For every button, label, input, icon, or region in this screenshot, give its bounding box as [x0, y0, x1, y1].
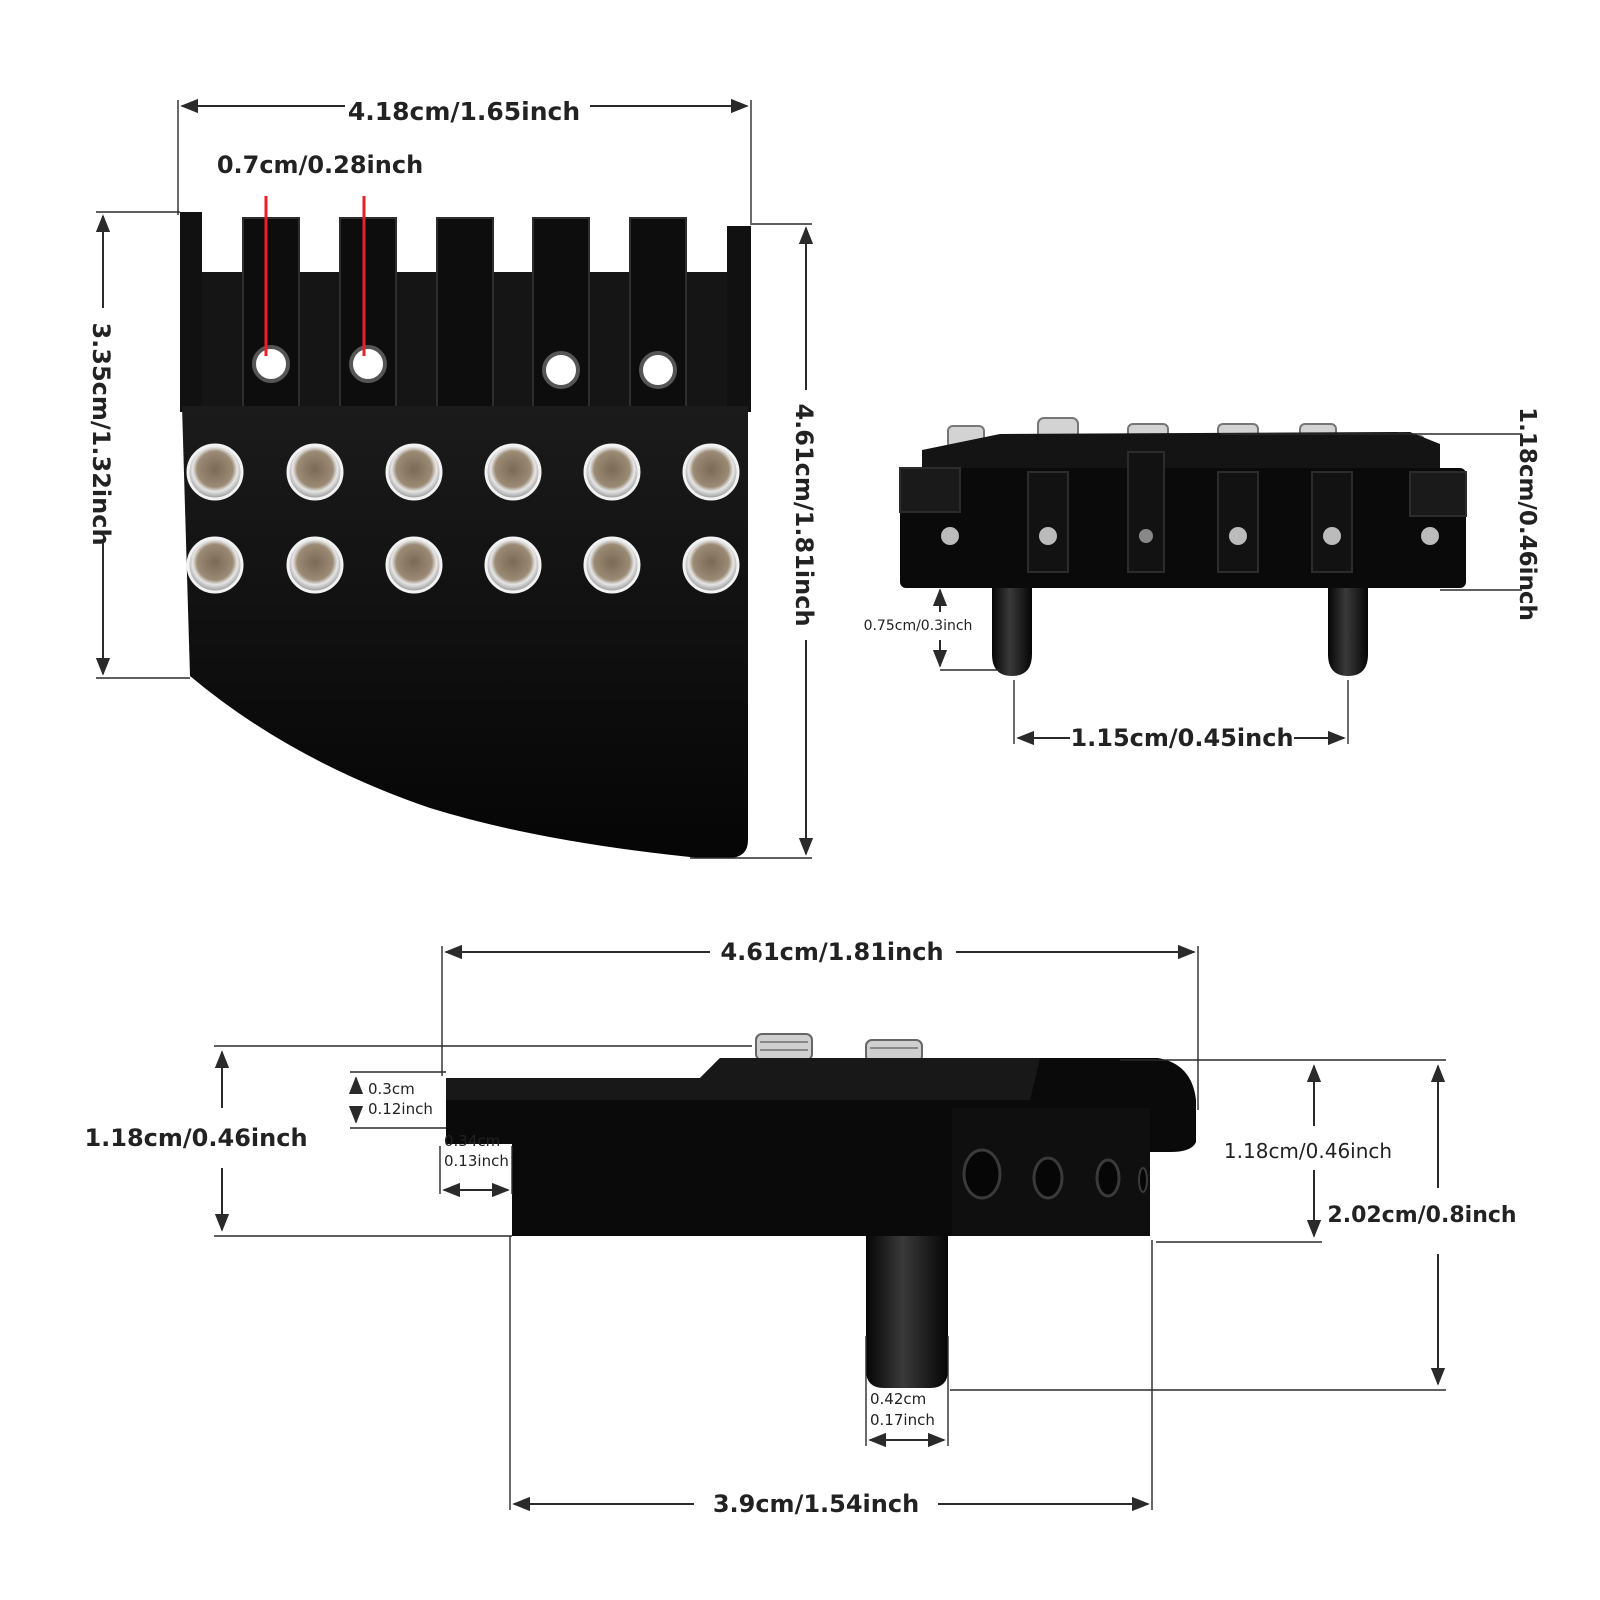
front-view-body: [899, 417, 1467, 676]
top-width-label: 4.18cm/1.65inch: [348, 97, 580, 126]
side-step-width-inch: 0.13inch: [444, 1152, 509, 1170]
side-right-height-label: 1.18cm/0.46inch: [1224, 1139, 1392, 1163]
top-left-height-label: 3.35cm/1.32inch: [87, 322, 115, 545]
side-step-height-cm: 0.3cm: [368, 1080, 415, 1098]
top-view-screws: [186, 443, 740, 594]
side-view-body: [446, 1033, 1196, 1388]
side-step-height-inch: 0.12inch: [368, 1100, 433, 1118]
side-pin-width-cm: 0.42cm: [870, 1390, 926, 1408]
front-height-label: 1.18cm/0.46inch: [1514, 407, 1540, 621]
top-slot-label: 0.7cm/0.28inch: [217, 151, 423, 179]
top-right-height-label: 4.61cm/1.81inch: [790, 403, 818, 626]
side-left-height-label: 1.18cm/0.46inch: [84, 1124, 307, 1152]
front-pin-label: 0.75cm/0.3inch: [864, 618, 973, 634]
front-pin-spacing-label: 1.15cm/0.45inch: [1070, 724, 1293, 752]
front-view: 1.18cm/0.46inch 0.75cm/0.3inch 1.15cm/0.…: [864, 407, 1540, 752]
side-total-height-label: 2.02cm/0.8inch: [1327, 1203, 1516, 1228]
side-length-label: 4.61cm/1.81inch: [720, 938, 943, 966]
side-step-width-cm: 0.34cm: [444, 1132, 500, 1150]
top-view-body: [180, 212, 751, 858]
side-view: 4.61cm/1.81inch 1.18cm/0.46inch 0.3cm 0.…: [84, 938, 1516, 1518]
side-base-length-label: 3.9cm/1.54inch: [713, 1490, 919, 1518]
side-pin-width-inch: 0.17inch: [870, 1411, 935, 1429]
top-view: 4.18cm/1.65inch 0.7cm/0.28inch 3.35cm/1.…: [87, 97, 818, 859]
